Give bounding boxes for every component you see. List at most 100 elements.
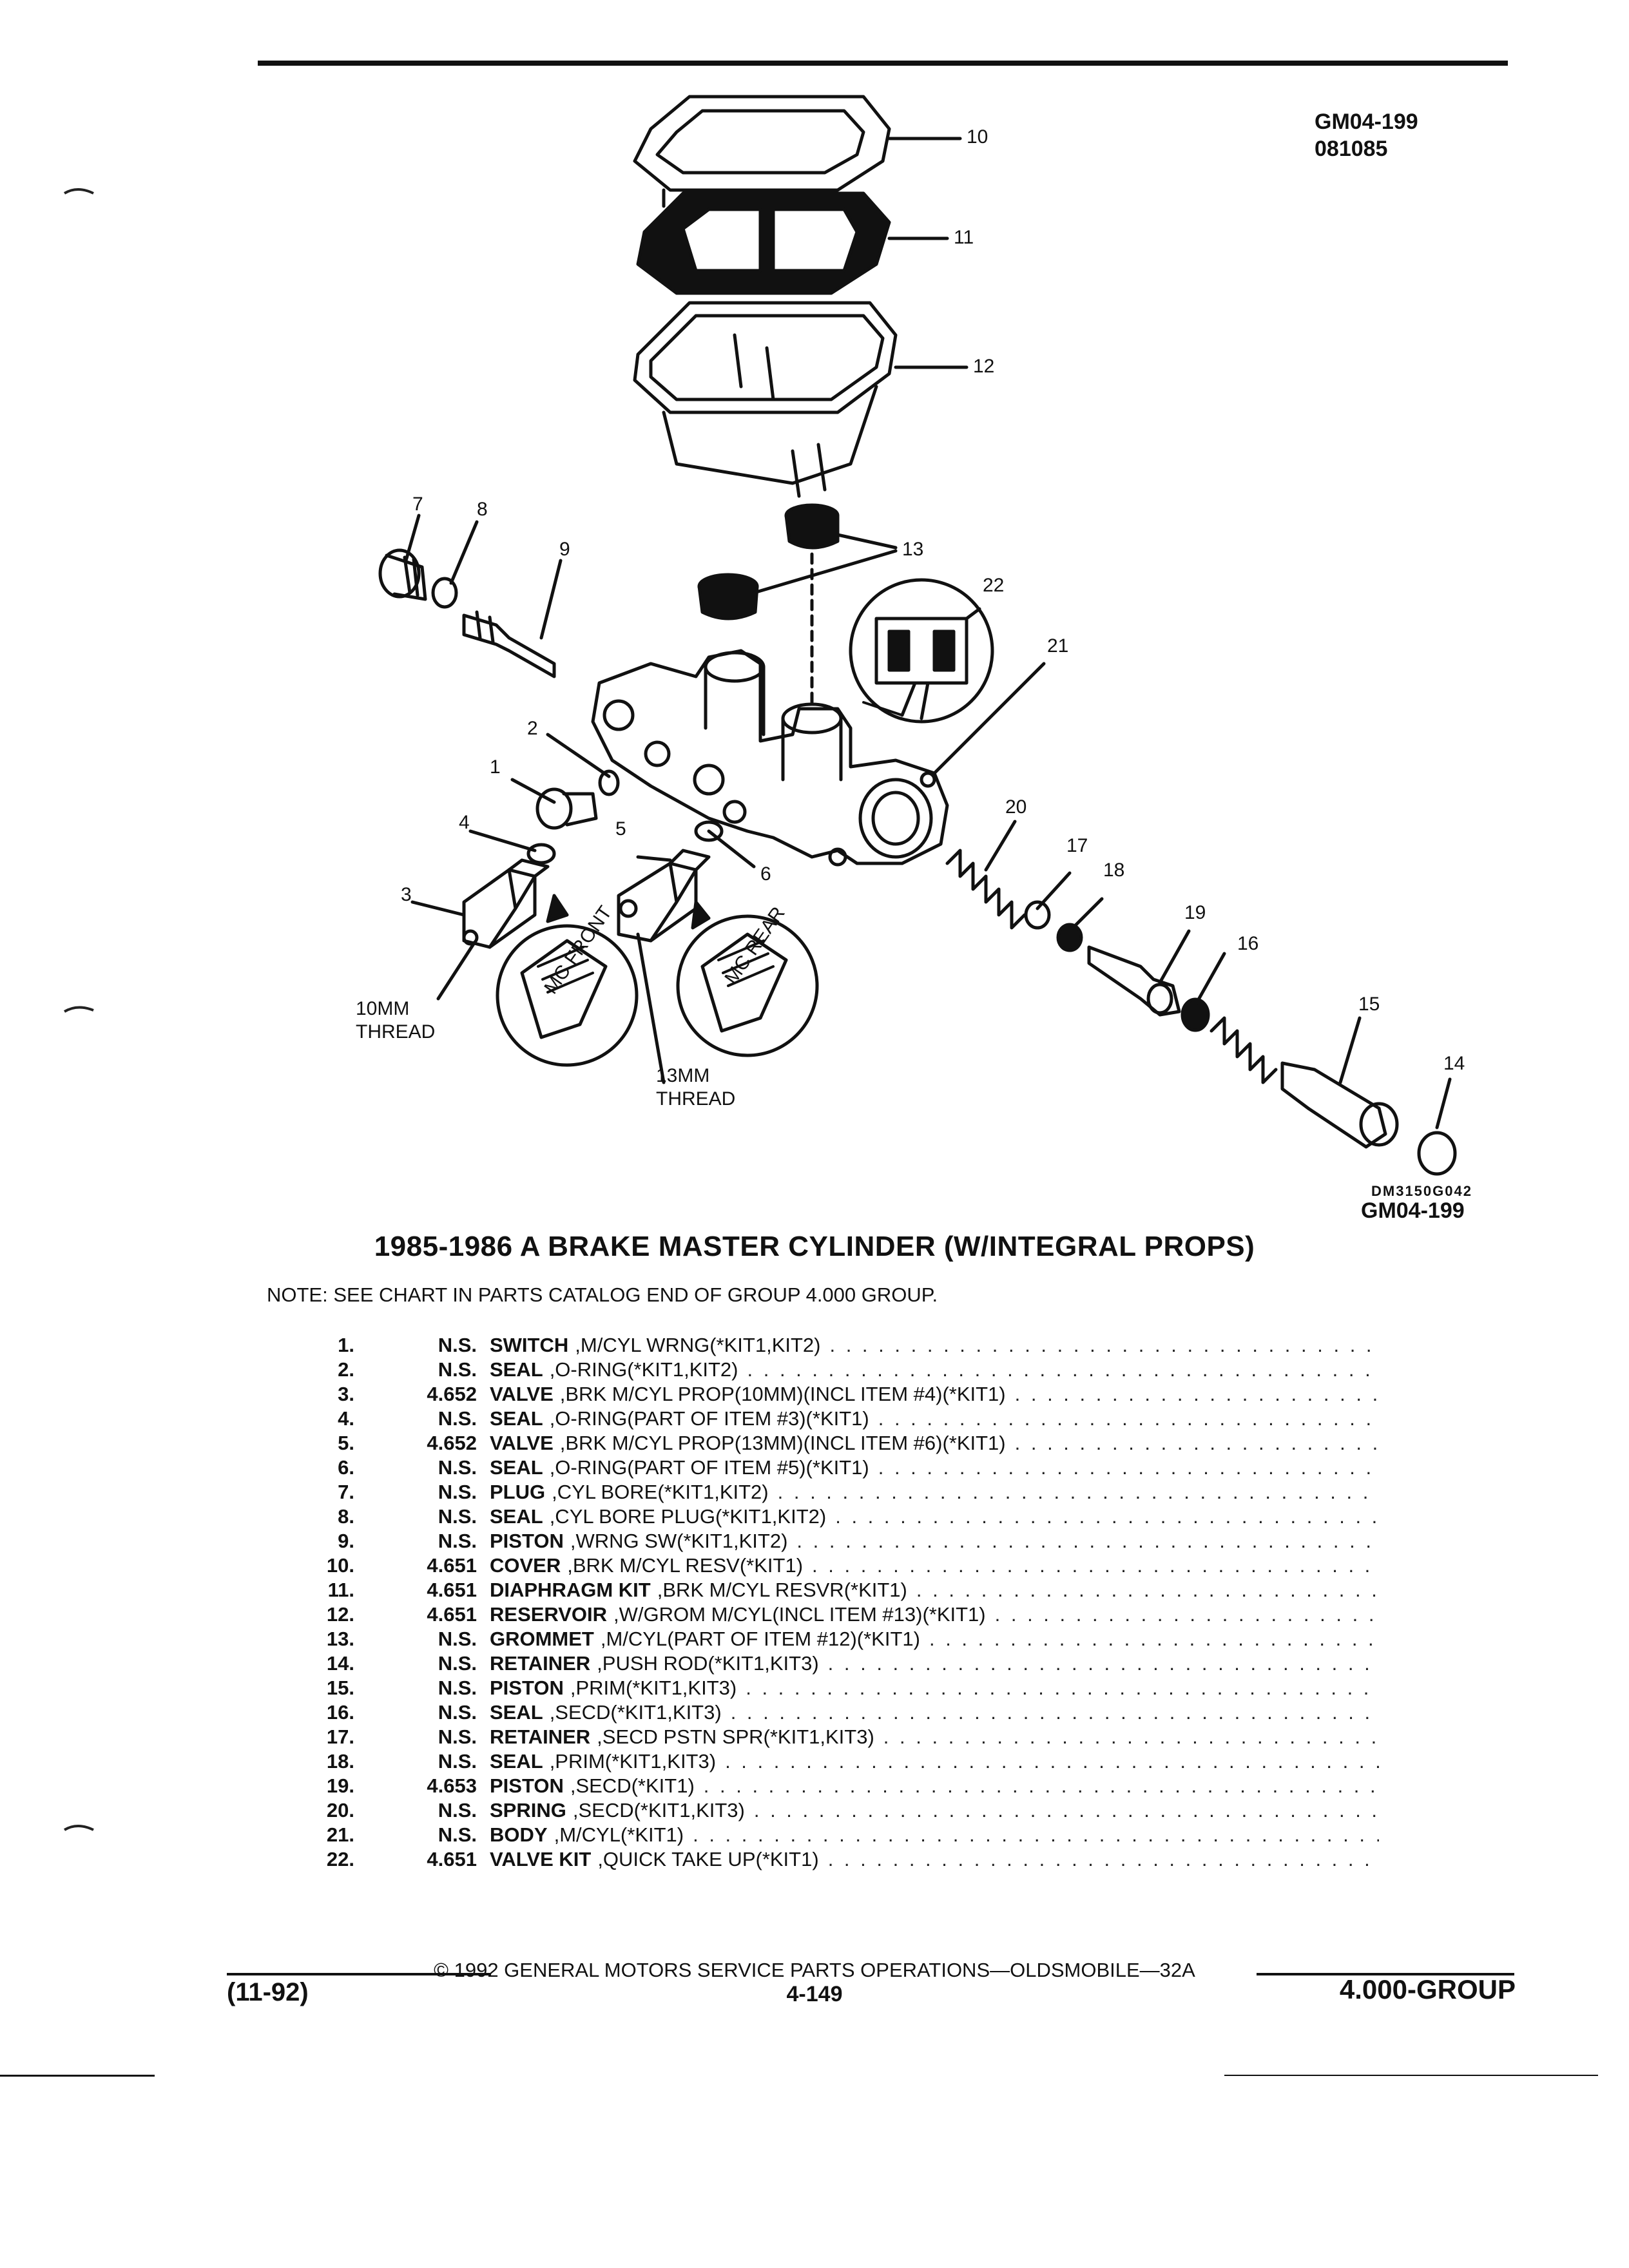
- part-number: 6.: [338, 1456, 354, 1479]
- footer-date: (11-92): [227, 1978, 309, 2006]
- part-description: ,PUSH ROD(*KIT1,KIT3): [597, 1652, 819, 1675]
- part-number: 2.: [338, 1358, 354, 1381]
- part-switch: [535, 787, 598, 830]
- part-description: ,BRK M/CYL RESVR(*KIT1): [657, 1579, 907, 1601]
- leader-dots: [828, 1848, 1379, 1871]
- part-description: ,BRK M/CYL RESV(*KIT1): [567, 1554, 804, 1577]
- part-number: 15.: [326, 1677, 354, 1699]
- part-number: 18.: [326, 1750, 354, 1773]
- exploded-parts-diagram: 10 11 12 13 7 8 9 22 21 2 1 4 5 6 3 20 1…: [378, 95, 1465, 1176]
- top-rule: [258, 61, 1508, 66]
- part-number: 10.: [326, 1554, 354, 1577]
- part-group: 4.651: [427, 1848, 477, 1870]
- part-name: SWITCH: [490, 1334, 569, 1356]
- part-seal-secd: [1181, 997, 1210, 1032]
- part-group: N.S.: [438, 1456, 477, 1479]
- list-item: 16.N.S.SEAL,SECD(*KIT1,KIT3): [284, 1701, 1379, 1725]
- leader-dots: [704, 1774, 1379, 1798]
- part-group: 4.651: [427, 1579, 477, 1601]
- part-name: SEAL: [490, 1701, 543, 1724]
- part-number: 5.: [338, 1432, 354, 1454]
- list-item: 15.N.S.PISTON,PRIM(*KIT1,KIT3): [284, 1677, 1379, 1701]
- list-item: 8.N.S.SEAL,CYL BORE PLUG(*KIT1,KIT2): [284, 1505, 1379, 1530]
- part-description: ,M/CYL(PART OF ITEM #12)(*KIT1): [600, 1628, 920, 1650]
- part-name: SEAL: [490, 1750, 543, 1773]
- part-seal-prim: [1056, 923, 1083, 952]
- callout-7: 7: [412, 494, 423, 515]
- list-item: 14.N.S.RETAINER,PUSH ROD(*KIT1,KIT3): [284, 1652, 1379, 1677]
- part-name: DIAPHRAGM KIT: [490, 1579, 651, 1601]
- callout-15: 15: [1358, 994, 1380, 1015]
- part-body: [591, 649, 949, 867]
- part-number: 3.: [338, 1383, 354, 1405]
- part-name: PISTON: [490, 1677, 564, 1699]
- part-reservoir: [633, 301, 898, 498]
- list-item: 9.N.S.PISTON,WRNG SW(*KIT1,KIT2): [284, 1530, 1379, 1554]
- part-name: SPRING: [490, 1799, 566, 1821]
- inset-valve-kit: [849, 578, 994, 724]
- part-group: N.S.: [438, 1725, 477, 1748]
- bottom-scan-line-left: [0, 2075, 155, 2077]
- diagram-code-small: DM3150G042: [1371, 1183, 1472, 1199]
- part-description: ,SECD PSTN SPR(*KIT1,KIT3): [597, 1725, 874, 1748]
- bottom-scan-line-right: [1224, 2075, 1598, 2076]
- part-name: SEAL: [490, 1407, 543, 1430]
- part-description: ,W/GROM M/CYL(INCL ITEM #13)(*KIT1): [613, 1603, 986, 1626]
- part-cover: [633, 95, 891, 209]
- part-description: ,PRIM(*KIT1,KIT3): [570, 1677, 737, 1699]
- callout-5: 5: [615, 818, 626, 840]
- catalog-note: NOTE: SEE CHART IN PARTS CATALOG END OF …: [267, 1283, 938, 1306]
- leader-dots: [778, 1481, 1379, 1504]
- callout-13: 13: [902, 539, 923, 560]
- inset-mc-front: [496, 894, 639, 1067]
- part-description: ,PRIM(*KIT1,KIT3): [549, 1750, 717, 1773]
- leader-dots: [747, 1358, 1380, 1381]
- part-valve-10mm: [462, 858, 550, 949]
- thread-label-13mm: 13MM THREAD: [656, 1065, 736, 1110]
- leader-dots: [693, 1823, 1379, 1847]
- part-seal-valve10: [526, 843, 556, 865]
- thread-label-10mm: 10MM THREAD: [356, 998, 436, 1043]
- part-group: N.S.: [438, 1701, 477, 1724]
- leader-dots: [754, 1799, 1379, 1822]
- part-description: ,O-RING(PART OF ITEM #3)(*KIT1): [549, 1407, 869, 1430]
- part-name: PISTON: [490, 1530, 564, 1552]
- callout-6: 6: [760, 863, 771, 885]
- part-retainer-pushrod: [1417, 1131, 1457, 1176]
- part-number: 21.: [326, 1823, 354, 1846]
- part-name: PLUG: [490, 1481, 546, 1503]
- leader-dots: [829, 1334, 1379, 1357]
- header-ref-date: 081085: [1315, 137, 1388, 161]
- callout-2: 2: [527, 718, 538, 739]
- part-description: ,WRNG SW(*KIT1,KIT2): [570, 1530, 788, 1552]
- part-spring-secd: [945, 849, 1027, 930]
- part-description: ,M/CYL(*KIT1): [554, 1823, 684, 1846]
- footer-group: 4.000-GROUP: [1339, 1974, 1516, 2004]
- leader-dots: [883, 1725, 1379, 1749]
- callout-4: 4: [459, 812, 470, 833]
- part-description: ,SECD(*KIT1): [570, 1774, 695, 1797]
- part-seal-valve13: [694, 820, 724, 842]
- part-name: BODY: [490, 1823, 548, 1846]
- part-group: 4.651: [427, 1603, 477, 1626]
- part-description: ,SECD(*KIT1,KIT3): [549, 1701, 722, 1724]
- part-group: N.S.: [438, 1652, 477, 1675]
- part-name: PISTON: [490, 1774, 564, 1797]
- part-description: ,O-RING(*KIT1,KIT2): [549, 1358, 738, 1381]
- footer-copyright: © 1992 GENERAL MOTORS SERVICE PARTS OPER…: [434, 1959, 1195, 1981]
- callout-21: 21: [1047, 635, 1068, 657]
- part-description: ,M/CYL WRNG(*KIT1,KIT2): [575, 1334, 821, 1356]
- parts-list: 1.N.S.SWITCH,M/CYL WRNG(*KIT1,KIT2)2.N.S…: [284, 1334, 1379, 1872]
- part-name: SEAL: [490, 1456, 543, 1479]
- callout-9: 9: [559, 539, 570, 560]
- part-number: 11.: [327, 1579, 354, 1601]
- part-name: COVER: [490, 1554, 561, 1577]
- part-number: 13.: [326, 1628, 354, 1650]
- leader-dots: [725, 1750, 1379, 1773]
- list-item: 4.N.S.SEAL,O-RING(PART OF ITEM #3)(*KIT1…: [284, 1407, 1379, 1432]
- part-name: GROMMET: [490, 1628, 594, 1650]
- part-group: 4.652: [427, 1432, 477, 1454]
